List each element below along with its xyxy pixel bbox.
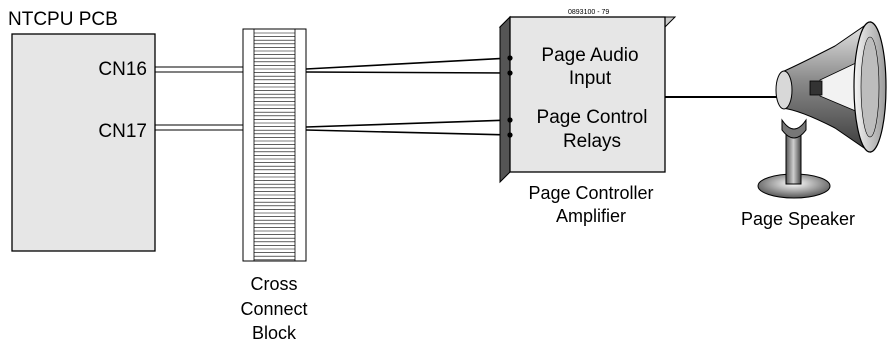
cn17-label: CN17	[98, 121, 147, 142]
ntcpu-title: NTCPU PCB	[8, 9, 118, 30]
relay-wires	[305, 119, 511, 136]
cross-connect-label-line2: Connect	[240, 299, 307, 319]
cn16-label: CN16	[98, 59, 147, 80]
cn16-cable	[155, 66, 243, 73]
cross-connect-label-line3: Block	[252, 323, 297, 343]
amplifier-box	[498, 15, 677, 184]
terminal-dots	[507, 55, 513, 138]
speaker-caption: Page Speaker	[741, 209, 855, 229]
cross-connect-block	[242, 28, 307, 262]
page-control-label-line2: Relays	[563, 131, 621, 152]
page-audio-label-line2: Input	[569, 68, 612, 89]
audio-wires	[305, 57, 511, 74]
page-audio-label-line1: Page Audio	[541, 45, 638, 66]
figure-reference-number: 0893100 - 79	[568, 9, 609, 16]
cn17-cable	[155, 124, 243, 131]
horn-speaker-icon	[757, 21, 887, 199]
amplifier-caption-line2: Amplifier	[556, 206, 626, 226]
cross-connect-label-line1: Cross	[250, 274, 297, 294]
page-control-label-line1: Page Control	[537, 107, 648, 128]
ntcpu-pcb-box	[11, 33, 156, 252]
amplifier-caption-line1: Page Controller	[528, 183, 653, 203]
